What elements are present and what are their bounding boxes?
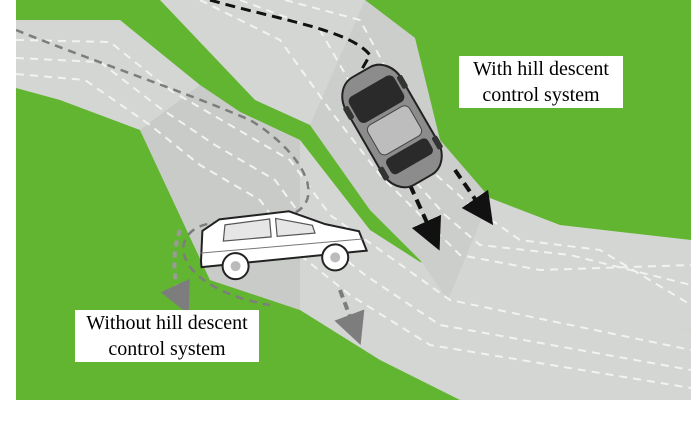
label-without-system: Without hill descent control system (75, 310, 259, 362)
bottom-margin (0, 400, 691, 423)
label-without-line1: Without hill descent (78, 310, 256, 336)
label-without-line2: control system (78, 336, 256, 362)
label-with-system: With hill descent control system (459, 56, 623, 108)
label-with-line2: control system (462, 82, 620, 108)
label-with-line1: With hill descent (462, 56, 620, 82)
left-margin (0, 0, 16, 423)
